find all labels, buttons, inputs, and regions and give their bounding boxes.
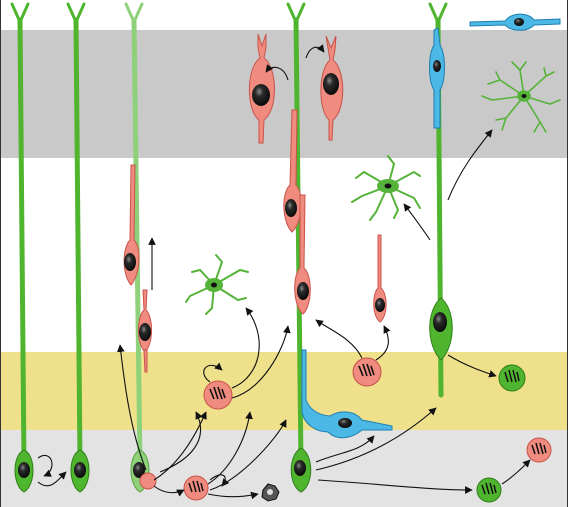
radial-glia-somas (14, 297, 453, 493)
arrow-bottom-to-upper (209, 419, 287, 491)
arrow-rg1-to-rg2 (37, 471, 67, 487)
migrating-neuron-4 (294, 194, 311, 315)
migrating-neuron-5 (373, 234, 387, 323)
arrow-self-renew-1 (37, 455, 53, 477)
arrow-rg4-to-right (315, 407, 437, 471)
layer-middle-band (0, 158, 568, 352)
radial-glia-fiber-1 (10, 2, 30, 468)
arrow-top-curl (265, 64, 289, 81)
arrow-prog2-to-neuron (375, 325, 391, 361)
migrating-neuron-3 (283, 109, 302, 233)
progenitor-bottom-2 (526, 437, 552, 463)
radial-glia-cell-4 (290, 447, 312, 493)
arrow-bottom-to-yellow (207, 411, 253, 485)
radial-glia-fiber-4 (286, 2, 306, 468)
oligodendrocyte-bottom (301, 349, 393, 439)
progenitor-bottom-1 (183, 475, 209, 501)
migrating-neuron-2 (138, 289, 152, 373)
migrating-neurons (123, 33, 387, 373)
arrow-bottom-to-dying (207, 491, 259, 500)
progenitor-yellow-1 (203, 380, 233, 410)
layer-yellow-band (0, 352, 568, 430)
radial-glia-cell-2 (70, 449, 90, 493)
radial-glia-cell-5 (429, 297, 453, 361)
arrow-progenitor-to-astro (231, 307, 260, 389)
arrow-progenitor-self (203, 362, 223, 383)
radial-glia-cell-1 (14, 449, 34, 493)
arrow-rg5-to-astro2 (403, 203, 431, 241)
migrating-neuron-1 (123, 164, 140, 286)
astrocyte-2 (351, 155, 421, 221)
radial-glia-fibers (10, 2, 448, 468)
astrocytes (185, 61, 561, 315)
radial-glia-fiber-2 (66, 2, 86, 468)
green-progenitor-2 (476, 477, 502, 503)
astrocyte-1 (185, 254, 249, 315)
oligodendrocyte-top-fiber (429, 27, 445, 129)
arrow-rg4-to-oligo (315, 435, 375, 463)
oligodendrocytes (301, 13, 561, 439)
arrow-top-curl-2 (305, 44, 325, 59)
arrow-rg4-to-green (317, 479, 473, 494)
radial-glia-cell-3 (130, 449, 157, 493)
radial-glia-fiber-3 (124, 2, 144, 468)
layer-top-band (0, 30, 568, 158)
arrow-prog2-to-astro (315, 319, 363, 359)
arrow-bottom-to-progenitor (153, 411, 207, 481)
progenitor-yellow-2 (352, 357, 382, 387)
intermediate-progenitors (183, 357, 552, 501)
migrating-neuron-6 (248, 33, 275, 144)
lineage-arrows (37, 44, 531, 500)
oligodendrocyte-top-right (469, 13, 561, 31)
arrow-rg3-to-yellow (159, 411, 203, 473)
arrow-rg5-to-astro3 (447, 129, 493, 201)
arrow-progenitor-to-neuron (231, 325, 291, 399)
migrating-neuron-7 (320, 35, 344, 141)
arrow-rg3-to-neuron (116, 344, 147, 471)
arrow-green-to-red (501, 459, 531, 485)
green-progenitor-1 (498, 364, 526, 392)
green-progenitors (476, 364, 526, 503)
dying-cell (261, 483, 280, 502)
astrocyte-3 (481, 61, 561, 133)
arrow-rg5-to-green (447, 354, 497, 378)
arrow-rg3-to-bottom (153, 485, 185, 497)
layer-bottom-band (0, 430, 568, 507)
